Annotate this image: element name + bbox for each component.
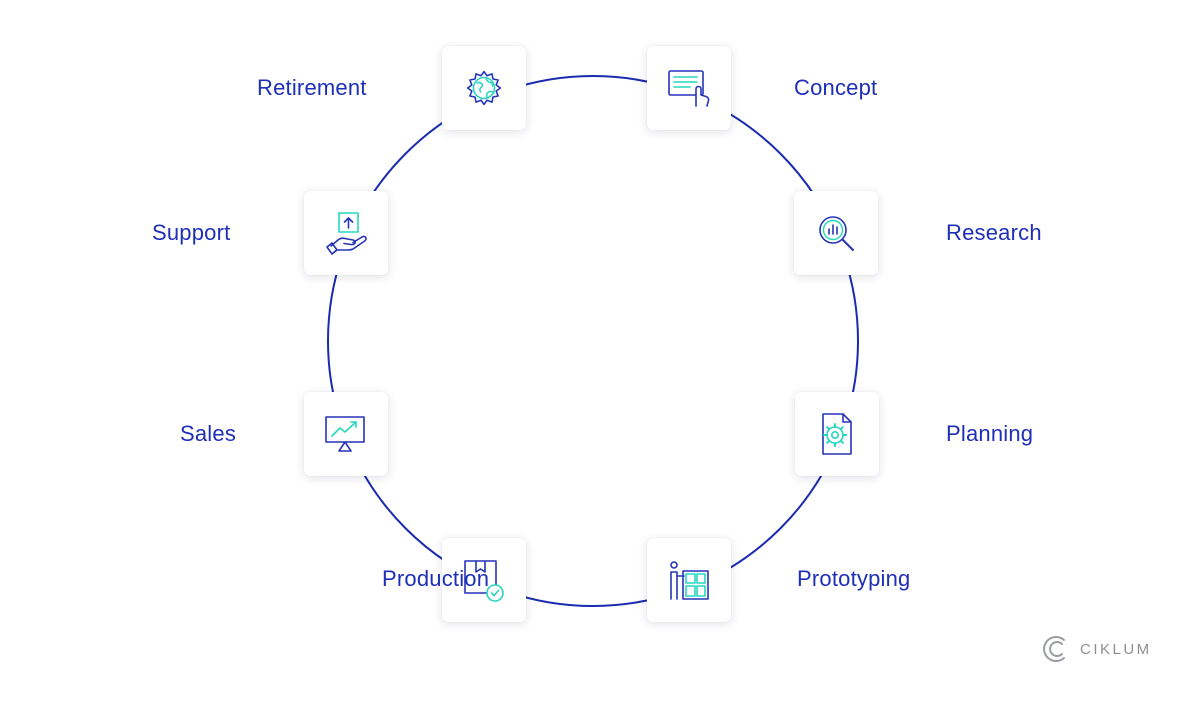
brand-name: CIKLUM — [1080, 640, 1152, 658]
presenter-board-icon — [670, 561, 709, 600]
stage-label-retirement: Retirement — [257, 75, 367, 100]
magnifier-chart-icon — [819, 216, 854, 251]
package-check-icon — [464, 560, 504, 602]
monitor-trend-icon — [325, 416, 365, 452]
stage-card-retirement — [442, 46, 526, 130]
stage-label-research: Research — [946, 220, 1042, 245]
ciklum-logo-icon — [1043, 636, 1065, 662]
stage-label-production: Production — [382, 566, 490, 591]
stage-label-support: Support — [152, 220, 231, 245]
stage-card-support — [304, 191, 388, 275]
stage-card-prototyping — [647, 538, 731, 622]
hand-upload-icon — [326, 212, 367, 255]
stage-label-concept: Concept — [794, 75, 878, 100]
stage-label-planning: Planning — [946, 421, 1034, 446]
stage-label-prototyping: Prototyping — [797, 566, 911, 591]
stage-card-concept — [647, 46, 731, 130]
stage-card-sales — [304, 392, 388, 476]
brand-logo: CIKLUM — [1042, 634, 1152, 664]
gear-globe-icon — [466, 70, 502, 106]
stage-card-research — [794, 191, 878, 275]
stage-label-sales: Sales — [180, 421, 237, 446]
touch-screen-icon — [668, 70, 710, 107]
document-gear-icon — [822, 413, 852, 455]
stage-card-planning — [795, 392, 879, 476]
stage-card-production — [442, 538, 526, 622]
